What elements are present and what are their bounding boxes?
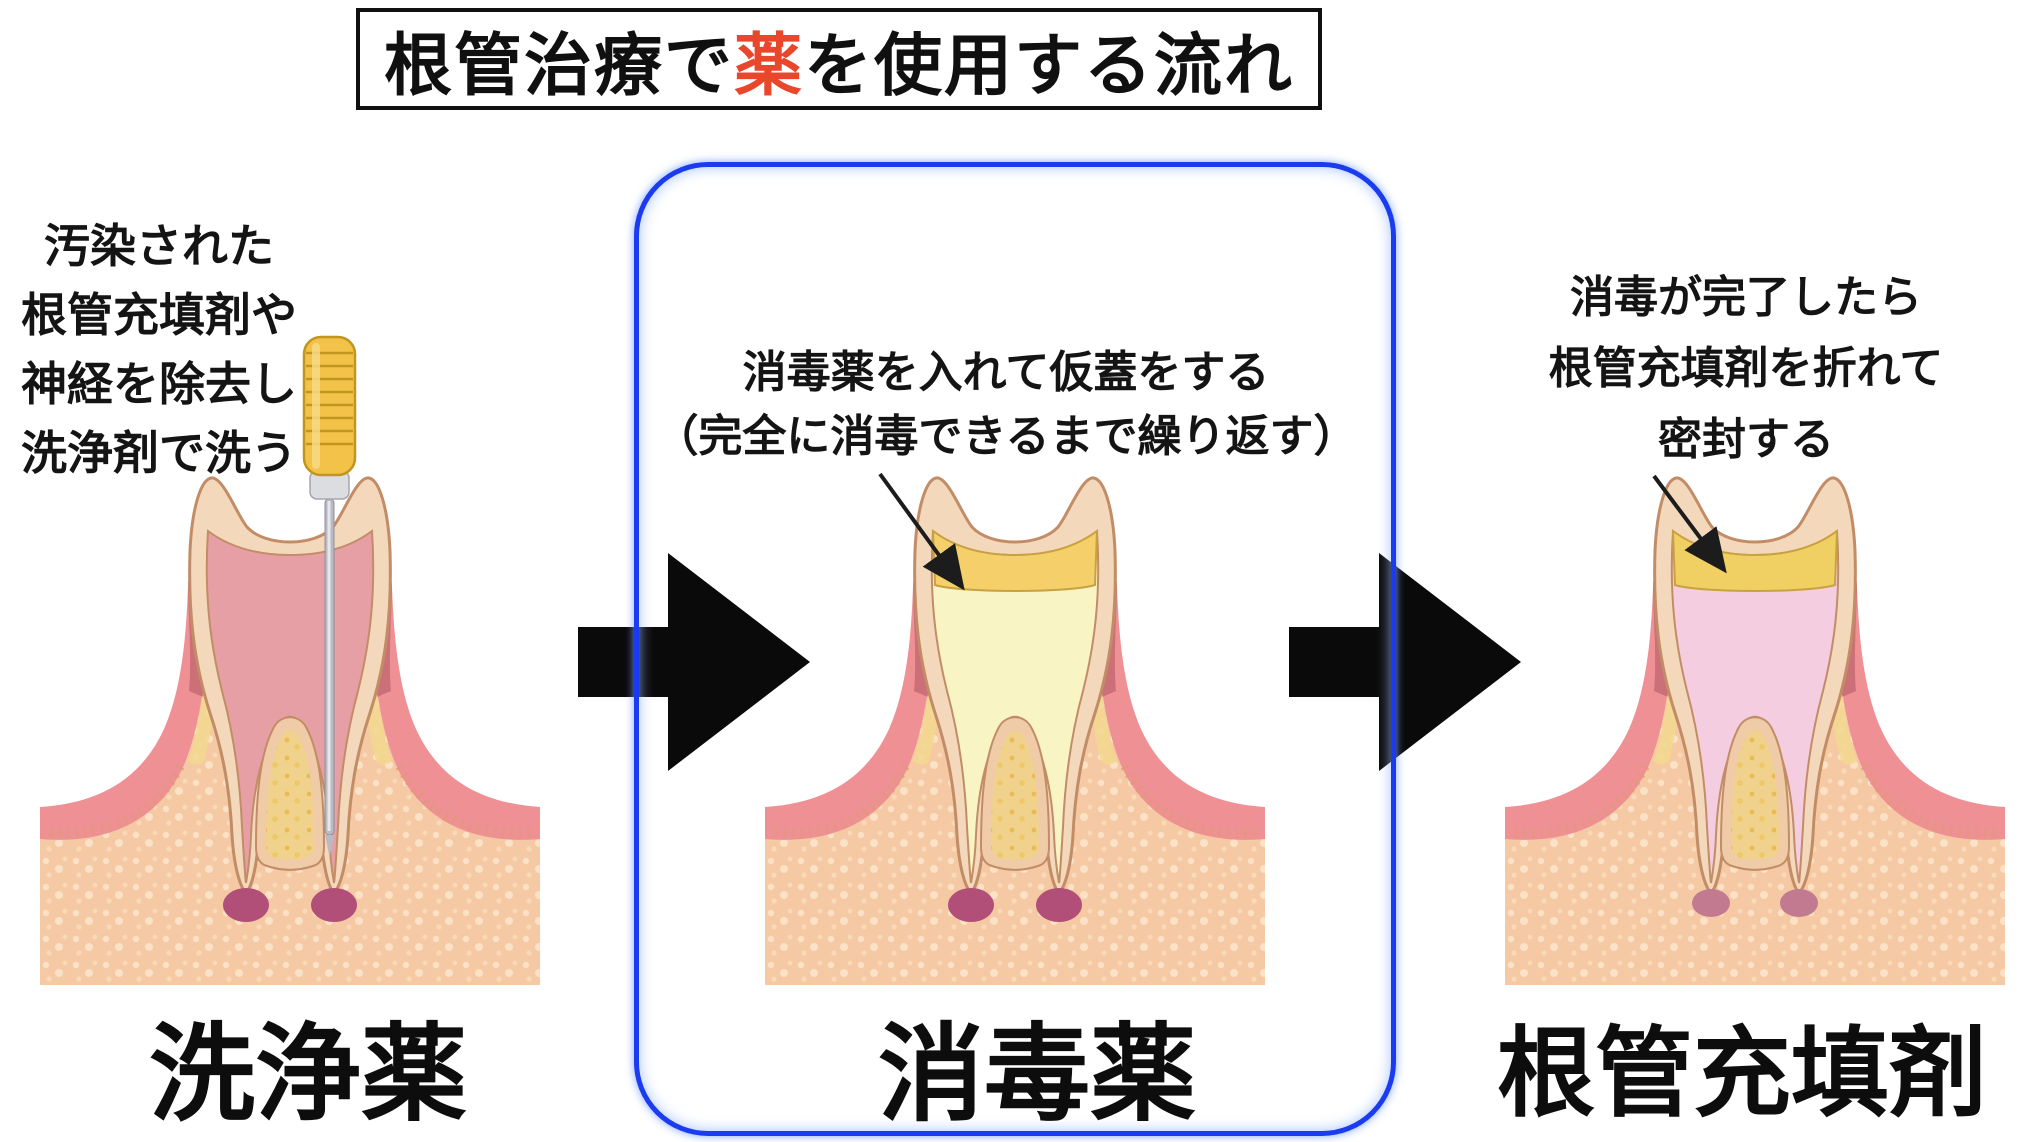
annotation-line: 根管充填剤を折れて <box>1548 344 1944 393</box>
page-title: 根管治療で薬を使用する流れ <box>383 27 1295 104</box>
apex-lesion <box>1780 889 1818 917</box>
root-canal-file-icon <box>302 335 357 857</box>
annotation-line: 神経を除去し <box>21 358 297 410</box>
pulp-chamber <box>930 529 1100 884</box>
tooth-illustration-cleaning <box>40 335 540 985</box>
step-label-cleaning: 洗浄薬 <box>149 1016 467 1134</box>
annotation-line: 密封する <box>1658 415 1834 464</box>
tooth-illustration-disinfectant <box>765 476 1265 985</box>
temporary-cap <box>931 528 1099 592</box>
tooth-illustration-filling <box>1505 476 2005 985</box>
annotation-line: 消毒薬を入れて仮蓋をする <box>742 348 1270 397</box>
annotation-line: 洗浄剤で洗う <box>21 427 297 479</box>
apex-lesion <box>1036 888 1082 922</box>
annotation-line: （完全に消毒できるまで繰り返す） <box>654 412 1358 461</box>
title-highlight-word: 薬 <box>733 27 804 104</box>
pointer-arrow-icon <box>878 472 965 591</box>
step-label-disinfectant: 消毒薬 <box>878 1016 1196 1134</box>
pulp-chamber <box>1670 529 1840 884</box>
page-title-box: 根管治療で薬を使用する流れ <box>356 8 1322 110</box>
annotation-step1: 汚染された 根管充填剤や 神経を除去し 洗浄剤で洗う <box>0 212 318 488</box>
flow-arrow-icon <box>1289 553 1521 771</box>
apex-lesion <box>311 888 357 922</box>
step-label-filling: 根管充填剤 <box>1496 1018 1987 1128</box>
annotation-step3: 消毒が完了したら 根管充填剤を折れて 密封する <box>1520 262 1972 475</box>
annotation-line: 根管充填剤や <box>21 289 297 341</box>
annotation-line: 消毒が完了したら <box>1570 273 1922 322</box>
pointer-arrow-icon <box>1652 474 1727 574</box>
annotation-step2: 消毒薬を入れて仮蓋をする （完全に消毒できるまで繰り返す） <box>620 341 1392 469</box>
apex-lesion <box>1692 889 1730 917</box>
apex-lesion <box>223 888 269 922</box>
flow-arrow-icon <box>578 553 810 771</box>
annotation-line: 汚染された <box>44 220 274 272</box>
apex-lesion <box>948 888 994 922</box>
